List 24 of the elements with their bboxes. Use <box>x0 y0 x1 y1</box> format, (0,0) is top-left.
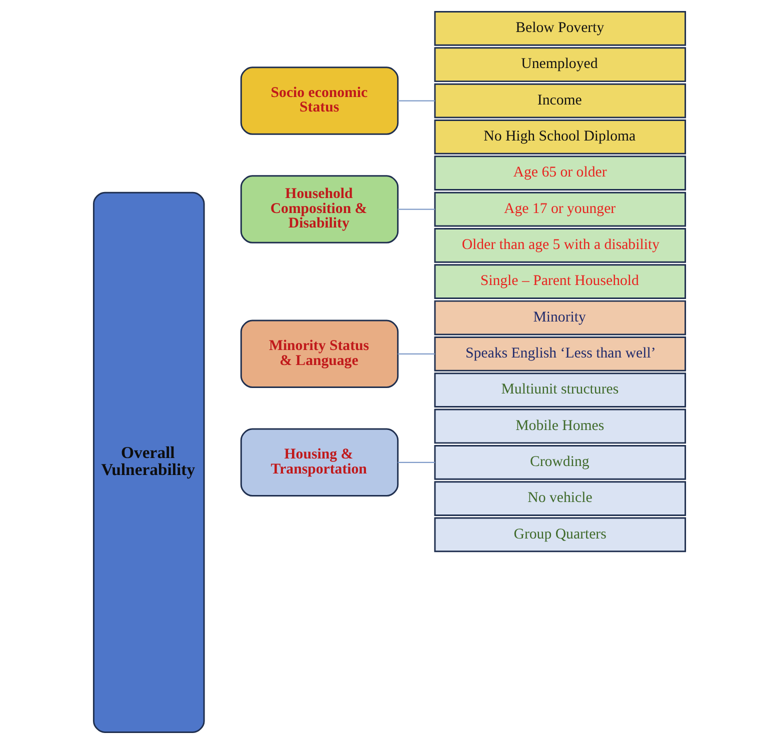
node-box: Socio economic Status <box>240 66 398 135</box>
node-box: Age 65 or older <box>434 156 686 191</box>
node-box: Minority <box>434 300 686 336</box>
connector <box>397 353 434 354</box>
node-box: Overall Vulnerability <box>92 192 204 733</box>
node-box: Unemployed <box>434 47 686 82</box>
node-box: Single – Parent Household <box>434 264 686 300</box>
node-box: Group Quarters <box>434 517 686 552</box>
node-box: Multiunit structures <box>434 372 686 408</box>
connector <box>397 462 434 463</box>
node-box: Mobile Homes <box>434 408 686 444</box>
node-box: Speaks English ‘Less than well’ <box>434 336 686 372</box>
node-box: No High School Diploma <box>434 120 686 154</box>
node-box: Crowding <box>434 444 686 480</box>
node-box: Housing & Transportation <box>240 428 398 497</box>
connector <box>397 100 434 102</box>
node-box: Household Composition & Disability <box>240 175 398 244</box>
node-box: Income <box>434 83 686 118</box>
node-box: No vehicle <box>434 481 686 516</box>
node-box: Age 17 or younger <box>434 192 686 227</box>
node-box: Below Poverty <box>434 11 686 46</box>
node-box: Older than age 5 with a disability <box>434 228 686 263</box>
connector <box>397 208 434 210</box>
node-box: Minority Status & Language <box>240 320 398 388</box>
